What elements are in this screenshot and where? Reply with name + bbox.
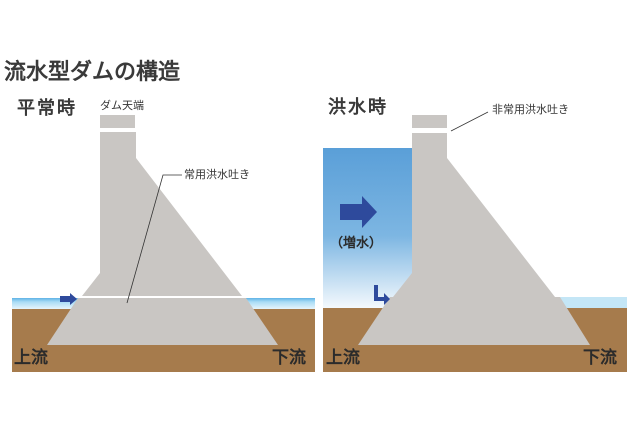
rising-label: （増水） xyxy=(330,236,383,251)
page-title: 流水型ダムの構造 xyxy=(4,60,181,85)
spillway-leader-line xyxy=(450,111,489,132)
outlet-arrow-icon xyxy=(374,285,390,305)
dam-foundation xyxy=(358,297,590,345)
dam-crest xyxy=(412,115,447,128)
dam-foundation xyxy=(47,298,278,345)
dam-body xyxy=(82,132,242,296)
rising-arrow-icon xyxy=(340,196,377,228)
dam-body xyxy=(393,133,555,297)
reservoir-water xyxy=(323,148,413,308)
downstream-label: 下流 xyxy=(583,348,617,368)
downstream-label: 下流 xyxy=(272,348,306,368)
dam-crest xyxy=(100,115,135,128)
flood-heading: 洪水時 xyxy=(328,97,388,118)
crest-label: ダム天端 xyxy=(100,99,144,112)
upstream-label: 上流 xyxy=(14,348,48,368)
normal-panel xyxy=(12,115,315,372)
spillway-label: 非常用洪水吐き xyxy=(492,103,569,116)
normal-heading: 平常時 xyxy=(17,98,77,119)
flow-arrow-icon xyxy=(60,293,77,305)
upstream-label: 上流 xyxy=(326,348,360,368)
outlet-leader-line xyxy=(126,174,182,304)
flood-panel xyxy=(323,111,627,372)
outlet-label: 常用洪水吐き xyxy=(184,168,250,181)
